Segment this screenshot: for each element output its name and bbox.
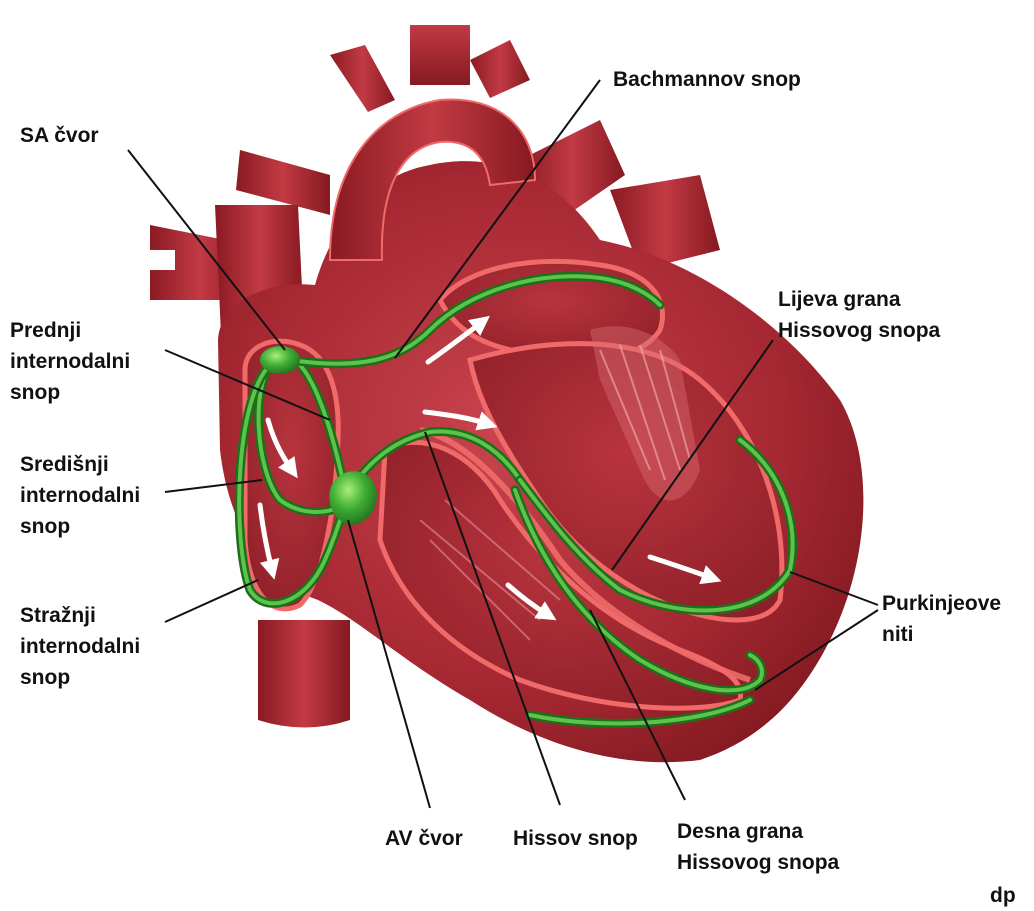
label-anterior-line-2: internodalni	[10, 346, 130, 377]
label-sa-node: SA čvor	[20, 120, 99, 151]
label-left-bundle-branch: Lijeva grana Hissovog snopa	[778, 284, 940, 346]
label-middle-line-3: snop	[20, 511, 140, 542]
signature: dp	[990, 880, 1016, 911]
label-right-branch-line-2: Hissovog snopa	[677, 847, 839, 878]
sa-node	[260, 346, 300, 374]
label-purkinje-line-2: niti	[882, 619, 1001, 650]
label-middle-line-1: Središnji	[20, 449, 140, 480]
label-left-branch-line-2: Hissovog snopa	[778, 315, 940, 346]
label-anterior-internodal: Prednji internodalni snop	[10, 315, 130, 408]
label-bachmann-bundle: Bachmannov snop	[613, 64, 801, 95]
label-purkinje-fibers: Purkinjeove niti	[882, 588, 1001, 650]
label-right-bundle-branch: Desna grana Hissovog snopa	[677, 816, 839, 878]
label-left-branch-line-1: Lijeva grana	[778, 284, 940, 315]
label-av-node: AV čvor	[385, 823, 463, 854]
aortic-branch-2	[410, 25, 470, 85]
inferior-vena-cava	[258, 620, 350, 728]
label-his-bundle: Hissov snop	[513, 823, 638, 854]
label-posterior-internodal: Stražnji internodalni snop	[20, 600, 140, 693]
label-middle-line-2: internodalni	[20, 480, 140, 511]
label-anterior-line-3: snop	[10, 377, 130, 408]
label-posterior-line-3: snop	[20, 662, 140, 693]
label-right-branch-line-1: Desna grana	[677, 816, 839, 847]
leader-posterior	[165, 580, 258, 622]
aortic-branch-1	[330, 45, 395, 112]
label-anterior-line-1: Prednji	[10, 315, 130, 346]
label-posterior-line-1: Stražnji	[20, 600, 140, 631]
label-purkinje-line-1: Purkinjeove	[882, 588, 1001, 619]
aortic-branch-3	[470, 40, 530, 98]
label-posterior-line-2: internodalni	[20, 631, 140, 662]
label-middle-internodal: Središnji internodalni snop	[20, 449, 140, 542]
